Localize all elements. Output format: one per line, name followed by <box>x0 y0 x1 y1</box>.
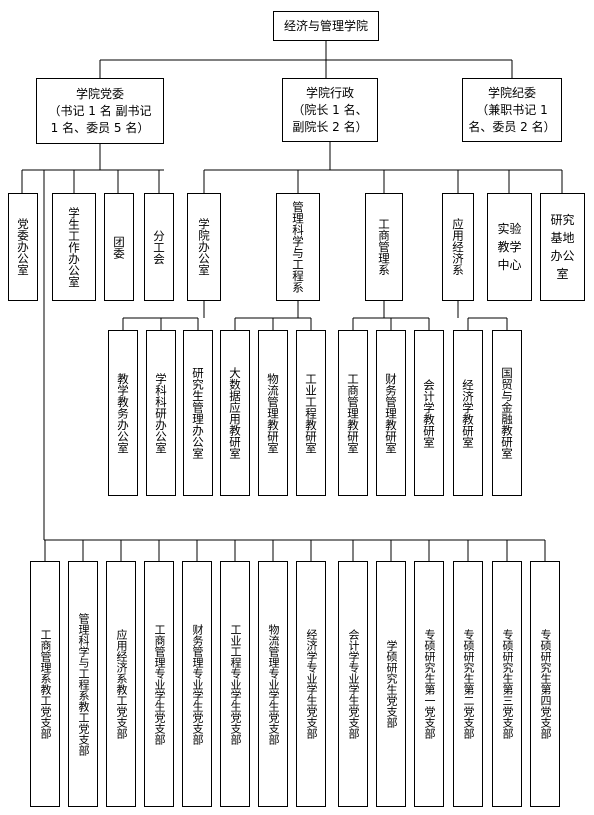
branch-mse-faculty-node: 管理科学与工程系教工党支部 <box>68 561 98 807</box>
branch-logistics-students-label: 物流管理专业学生党支部 <box>267 623 280 745</box>
branch-professional-masters-2-label: 专硕研究生第二党支部 <box>462 629 475 739</box>
branch-business-faculty-label: 工商管理系教工党支部 <box>39 629 52 739</box>
branch-accounting-students-label: 会计学专业学生党支部 <box>347 629 360 739</box>
financial-management-teaching-office-label: 财务管理教研室 <box>384 372 398 454</box>
branch-professional-masters-2-node: 专硕研究生第二党支部 <box>453 561 483 807</box>
business-admin-teaching-office-node: 工商管理教研室 <box>338 330 368 496</box>
industrial-engineering-teaching-office-label: 工业工程教研室 <box>304 372 318 454</box>
root-node: 经济与管理学院 <box>273 11 379 41</box>
logistics-teaching-office-node: 物流管理教研室 <box>258 330 288 496</box>
big-data-teaching-office-label: 大数据应用教研室 <box>228 367 242 459</box>
branch-business-faculty-node: 工商管理系教工党支部 <box>30 561 60 807</box>
trade-finance-teaching-office-label: 国贸与金融教研室 <box>500 367 514 459</box>
administration-label: 学院行政 （院长 1 名、 副院长 2 名） <box>292 85 368 134</box>
college-office-node: 学院办公室 <box>187 193 221 301</box>
party-committee-node: 学院党委 （书记 1 名 副书记 1 名、委员 5 名） <box>36 78 164 144</box>
branch-industrial-engineering-students-label: 工业工程专业学生党支部 <box>229 623 242 745</box>
experimental-teaching-center-node: 实验 教学 中心 <box>487 193 532 301</box>
branch-finance-students-node: 财务管理专业学生党支部 <box>182 561 212 807</box>
administration-node: 学院行政 （院长 1 名、 副院长 2 名） <box>282 78 378 142</box>
teaching-affairs-office-label: 教学教务办公室 <box>116 372 130 454</box>
business-admin-dept-label: 工商管理系 <box>377 218 391 276</box>
labor-union-label: 分工会 <box>152 229 166 265</box>
root-label: 经济与管理学院 <box>283 18 368 33</box>
discipline-committee-node: 学院纪委 （兼职书记 1 名、委员 2 名） <box>462 78 562 142</box>
branch-mse-faculty-label: 管理科学与工程系教工党支部 <box>77 612 90 756</box>
branch-professional-masters-3-label: 专硕研究生第三党支部 <box>501 629 514 739</box>
research-office-node: 学科科研办公室 <box>146 330 176 496</box>
research-base-office-label: 研究 基地 办公 室 <box>550 213 575 281</box>
financial-management-teaching-office-node: 财务管理教研室 <box>376 330 406 496</box>
business-admin-dept-node: 工商管理系 <box>365 193 403 301</box>
trade-finance-teaching-office-node: 国贸与金融教研室 <box>492 330 522 496</box>
youth-league-label: 团委 <box>112 235 126 259</box>
branch-accounting-students-node: 会计学专业学生党支部 <box>338 561 368 807</box>
economics-teaching-office-label: 经济学教研室 <box>461 378 475 448</box>
party-office-node: 党委办公室 <box>8 193 38 301</box>
college-office-label: 学院办公室 <box>197 218 211 276</box>
party-office-label: 党委办公室 <box>16 218 30 276</box>
graduate-management-office-label: 研究生管理办公室 <box>191 367 205 459</box>
student-affairs-office-label: 学生工作办公室 <box>67 206 81 288</box>
industrial-engineering-teaching-office-node: 工业工程教研室 <box>296 330 326 496</box>
economics-teaching-office-node: 经济学教研室 <box>453 330 483 496</box>
party-committee-label: 学院党委 （书记 1 名 副书记 1 名、委员 5 名） <box>48 86 152 135</box>
applied-economics-dept-node: 应用经济系 <box>442 193 474 301</box>
business-admin-teaching-office-label: 工商管理教研室 <box>346 372 360 454</box>
research-base-office-node: 研究 基地 办公 室 <box>540 193 585 301</box>
experimental-teaching-center-label: 实验 教学 中心 <box>497 222 522 272</box>
research-office-label: 学科科研办公室 <box>154 372 168 454</box>
branch-professional-masters-4-node: 专硕研究生第四党支部 <box>530 561 560 807</box>
discipline-committee-label: 学院纪委 （兼职书记 1 名、委员 2 名） <box>468 85 556 134</box>
student-affairs-office-node: 学生工作办公室 <box>52 193 96 301</box>
branch-economics-faculty-node: 应用经济系教工党支部 <box>106 561 136 807</box>
branch-economics-students-label: 经济学专业学生党支部 <box>305 629 318 739</box>
branch-professional-masters-4-label: 专硕研究生第四党支部 <box>539 629 552 739</box>
teaching-affairs-office-node: 教学教务办公室 <box>108 330 138 496</box>
youth-league-node: 团委 <box>104 193 134 301</box>
branch-professional-masters-1-label: 专硕研究生第一党支部 <box>423 629 436 739</box>
branch-industrial-engineering-students-node: 工业工程专业学生党支部 <box>220 561 250 807</box>
branch-professional-masters-3-node: 专硕研究生第三党支部 <box>492 561 522 807</box>
logistics-teaching-office-label: 物流管理教研室 <box>266 372 280 454</box>
big-data-teaching-office-node: 大数据应用教研室 <box>220 330 250 496</box>
branch-professional-masters-1-node: 专硕研究生第一党支部 <box>414 561 444 807</box>
branch-academic-masters-node: 学硕研究生党支部 <box>376 561 406 807</box>
management-science-dept-label: 管理科学与工程系 <box>291 201 305 293</box>
branch-business-students-node: 工商管理专业学生党支部 <box>144 561 174 807</box>
labor-union-node: 分工会 <box>144 193 174 301</box>
branch-economics-students-node: 经济学专业学生党支部 <box>296 561 326 807</box>
branch-logistics-students-node: 物流管理专业学生党支部 <box>258 561 288 807</box>
management-science-dept-node: 管理科学与工程系 <box>276 193 320 301</box>
accounting-teaching-office-node: 会计学教研室 <box>414 330 444 496</box>
branch-academic-masters-label: 学硕研究生党支部 <box>385 640 398 728</box>
accounting-teaching-office-label: 会计学教研室 <box>422 378 436 448</box>
applied-economics-dept-label: 应用经济系 <box>451 218 465 276</box>
branch-finance-students-label: 财务管理专业学生党支部 <box>191 623 204 745</box>
branch-business-students-label: 工商管理专业学生党支部 <box>153 623 166 745</box>
graduate-management-office-node: 研究生管理办公室 <box>183 330 213 496</box>
branch-economics-faculty-label: 应用经济系教工党支部 <box>115 629 128 739</box>
